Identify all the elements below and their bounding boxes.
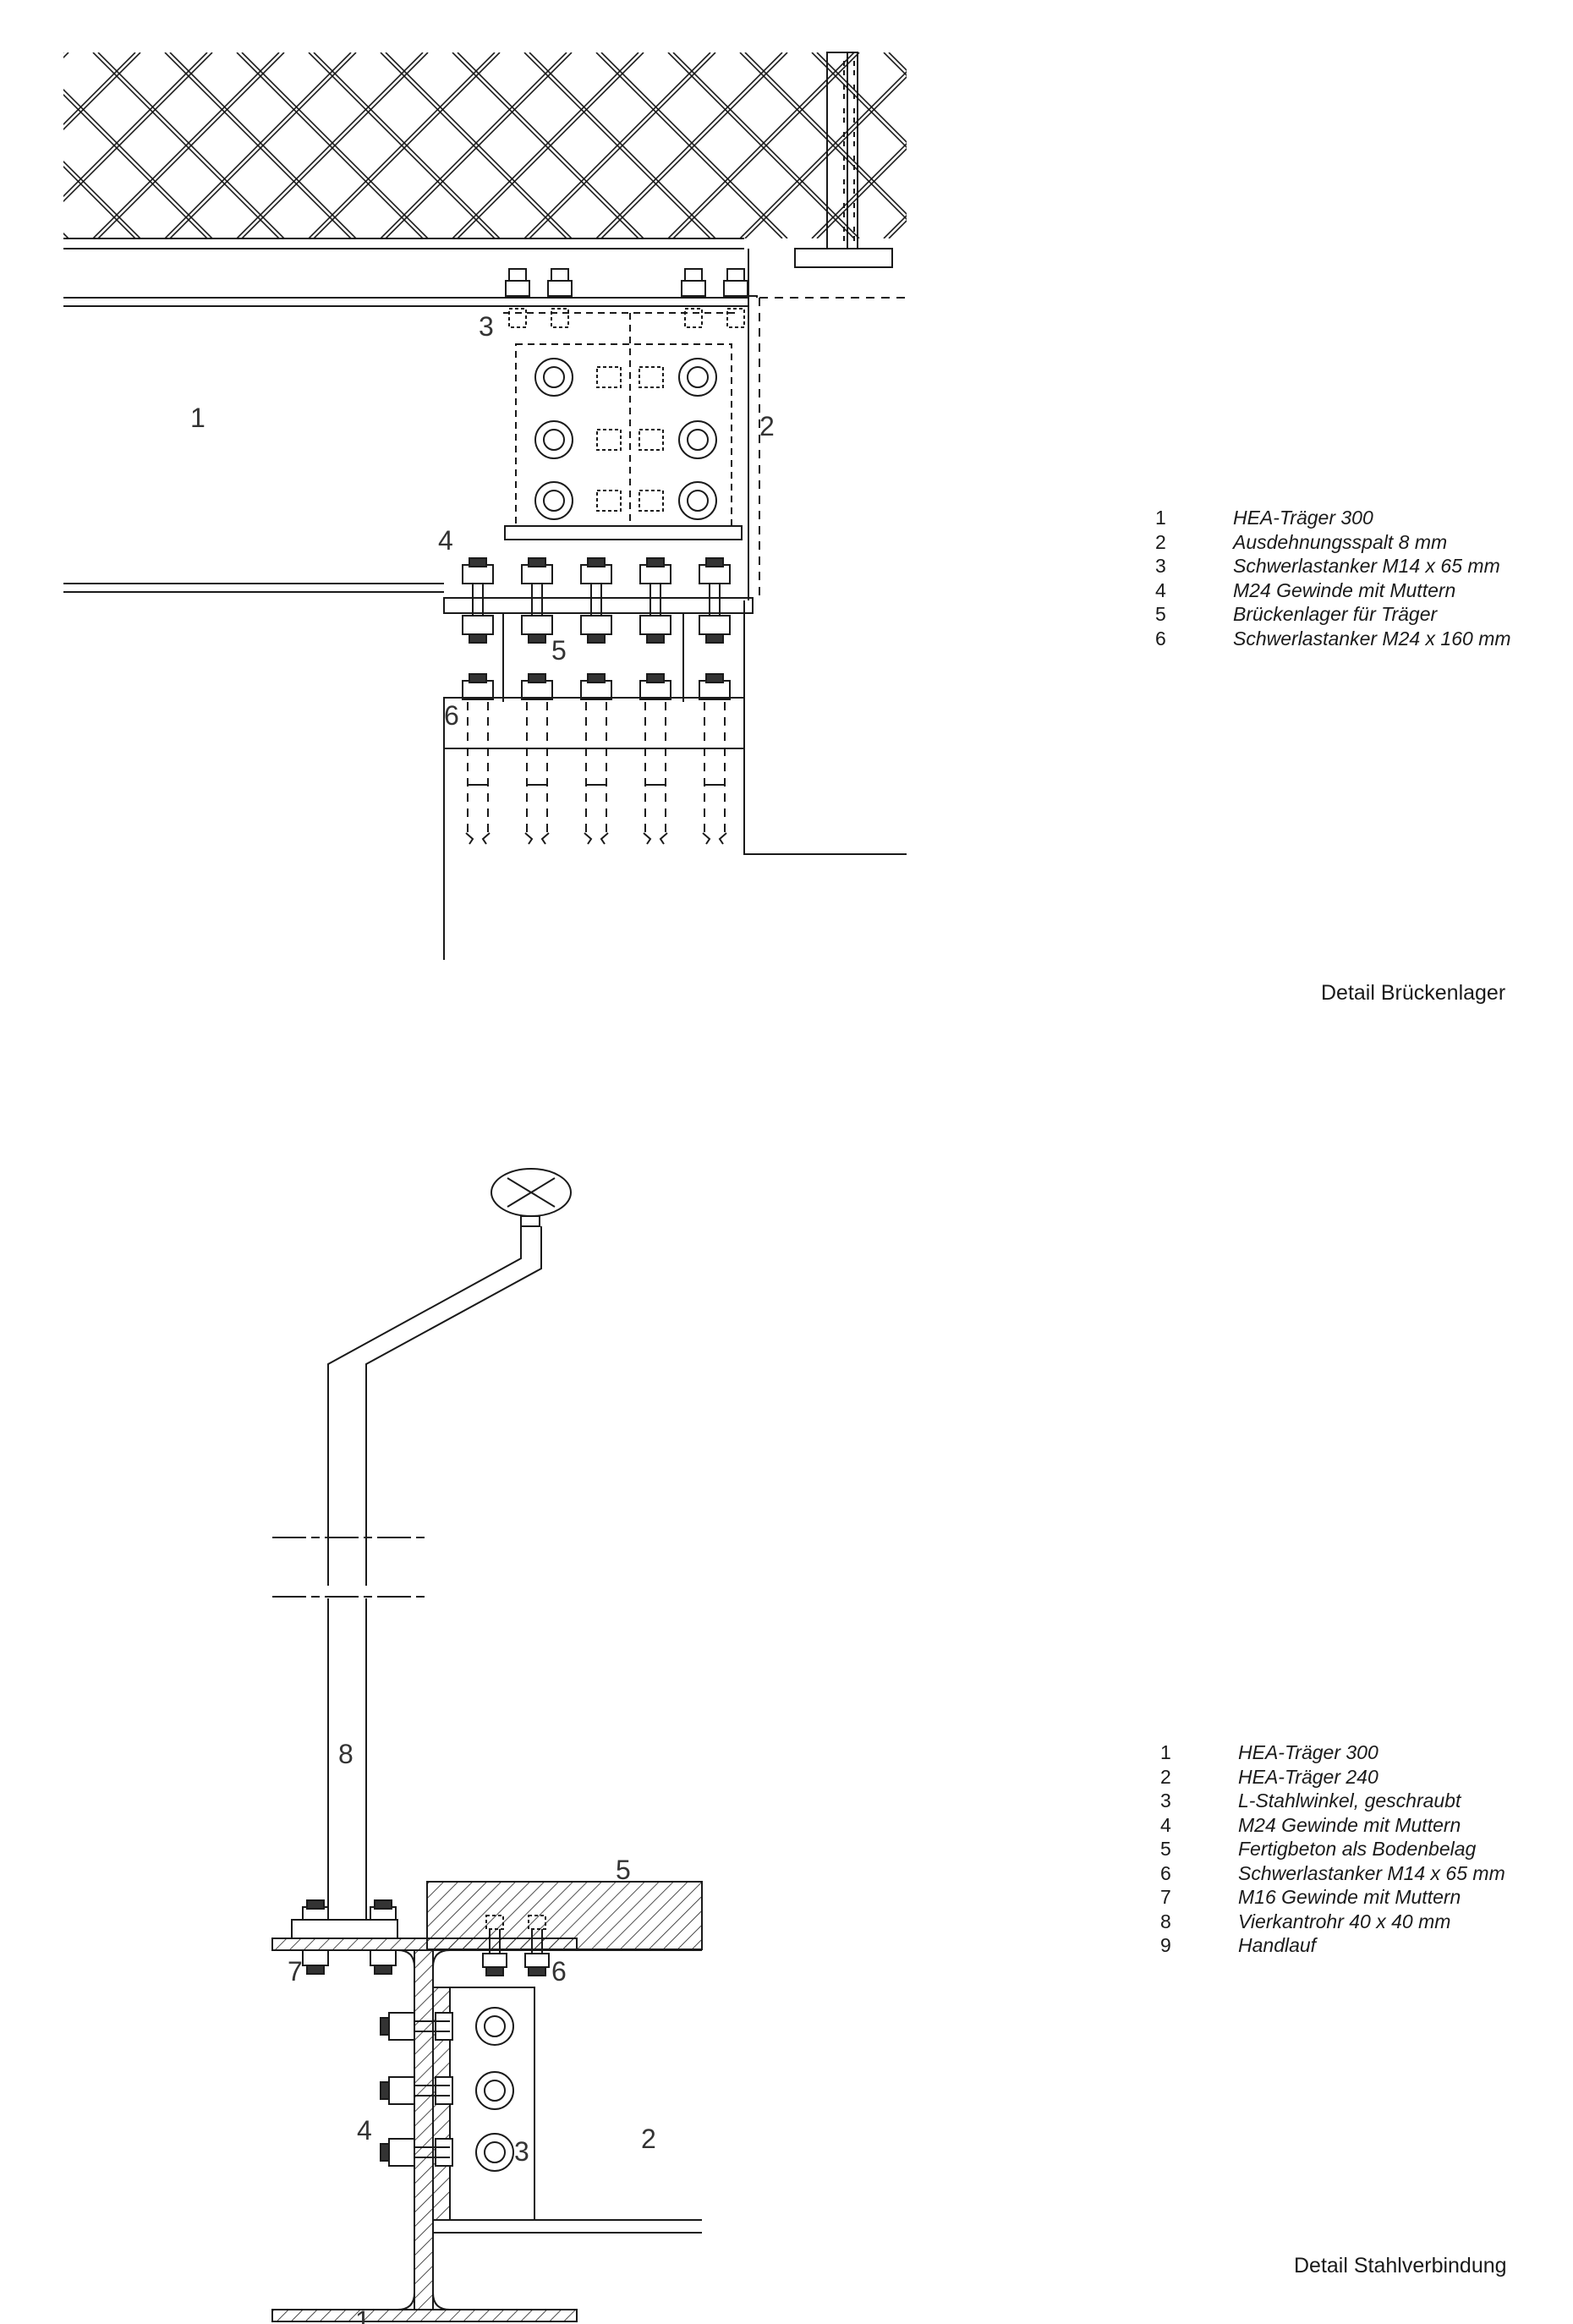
base-plate-bolts xyxy=(303,1900,396,1974)
callout-d2-1: 1 xyxy=(355,2305,370,2324)
legend-row: 2 HEA-Träger 240 xyxy=(1160,1765,1505,1790)
legend-row: 4 M24 Gewinde mit Muttern xyxy=(1160,1813,1505,1838)
slab-anchors xyxy=(483,1916,549,1976)
callout-2: 2 xyxy=(759,411,775,441)
callout-d2-8: 8 xyxy=(338,1739,354,1769)
callout-d2-4: 4 xyxy=(357,2115,372,2146)
legend-number: 5 xyxy=(1155,603,1166,625)
lattice-railing xyxy=(0,52,1219,238)
legend-row: 8 Vierkantrohr 40 x 40 mm xyxy=(1160,1910,1505,1934)
legend-number: 3 xyxy=(1155,555,1166,577)
post-anchor-details xyxy=(844,61,854,242)
legend-row: 9 Handlauf xyxy=(1160,1933,1505,1958)
legend-text: HEA-Träger 240 xyxy=(1238,1765,1378,1788)
bearing-bolts xyxy=(463,558,730,699)
callout-d2-5: 5 xyxy=(616,1855,631,1885)
legend-number: 1 xyxy=(1155,507,1166,529)
legend-row: 5 Fertigbeton als Bodenbelag xyxy=(1160,1837,1505,1861)
legend-number: 6 xyxy=(1155,627,1166,650)
detail-1-title: Detail Brückenlager xyxy=(1321,981,1506,1005)
callout-d2-3: 3 xyxy=(514,2136,529,2167)
callout-4: 4 xyxy=(438,525,453,556)
callout-6: 6 xyxy=(444,700,459,731)
legend-row: 3 Schwerlastanker M14 x 65 mm xyxy=(1155,554,1511,578)
legend-number: 3 xyxy=(1160,1790,1171,1812)
legend-text: Handlauf xyxy=(1238,1934,1317,1956)
legend-text: M24 Gewinde mit Muttern xyxy=(1238,1813,1461,1836)
callout-3: 3 xyxy=(479,311,494,342)
top-anchors xyxy=(506,269,748,327)
legend-row: 1 HEA-Träger 300 xyxy=(1160,1740,1505,1765)
legend-text: Schwerlastanker M14 x 65 mm xyxy=(1233,555,1500,577)
legend-row: 3 L-Stahlwinkel, geschraubt xyxy=(1160,1789,1505,1813)
anchor-bolts xyxy=(466,702,726,844)
callout-d2-6: 6 xyxy=(551,1956,567,1987)
legend-row: 6 Schwerlastanker M14 x 65 mm xyxy=(1160,1861,1505,1886)
legend-number: 9 xyxy=(1160,1934,1171,1956)
beam-web xyxy=(414,1950,433,2310)
plate-bolts xyxy=(535,359,716,519)
legend-row: 4 M24 Gewinde mit Muttern xyxy=(1155,578,1511,603)
legend-text: M24 Gewinde mit Muttern xyxy=(1233,578,1456,601)
legend-row: 7 M16 Gewinde mit Muttern xyxy=(1160,1885,1505,1910)
legend-text: HEA-Träger 300 xyxy=(1233,507,1373,529)
legend-text: Schwerlastanker M24 x 160 mm xyxy=(1233,627,1511,650)
legend-text: Vierkantrohr 40 x 40 mm xyxy=(1238,1910,1451,1932)
legend-text: L-Stahlwinkel, geschraubt xyxy=(1238,1790,1461,1812)
legend-row: 1 HEA-Träger 300 xyxy=(1155,506,1511,530)
legend-number: 4 xyxy=(1160,1813,1171,1836)
detail-2-drawing xyxy=(272,1168,702,2321)
legend-text: Schwerlastanker M14 x 65 mm xyxy=(1238,1861,1505,1884)
callout-d2-7: 7 xyxy=(288,1956,303,1987)
legend-number: 5 xyxy=(1160,1838,1171,1860)
callout-d2-2: 2 xyxy=(641,2124,656,2154)
legend-text: Fertigbeton als Bodenbelag xyxy=(1238,1838,1477,1860)
web-bolts xyxy=(381,2008,513,2171)
legend-text: Brückenlager für Träger xyxy=(1233,603,1438,625)
legend-number: 7 xyxy=(1160,1886,1171,1908)
legend-row: 5 Brückenlager für Träger xyxy=(1155,602,1511,627)
detail-2-callouts: 1 2 3 4 5 6 7 8 xyxy=(288,1739,656,2324)
legend-number: 4 xyxy=(1155,578,1166,601)
legend-text: HEA-Träger 300 xyxy=(1238,1741,1378,1763)
detail-1-drawing xyxy=(0,52,1219,960)
callout-1: 1 xyxy=(190,403,206,433)
legend-number: 6 xyxy=(1160,1861,1171,1884)
callout-5: 5 xyxy=(551,635,567,666)
connection-plate xyxy=(516,344,732,526)
square-tube xyxy=(328,1226,521,1586)
legend-text: M16 Gewinde mit Muttern xyxy=(1238,1886,1461,1908)
angle-plate xyxy=(450,1987,534,2220)
legend-row: 6 Schwerlastanker M24 x 160 mm xyxy=(1155,627,1511,651)
detail-1-callouts: 1 2 3 4 5 6 xyxy=(190,311,775,731)
legend-text: Ausdehnungsspalt 8 mm xyxy=(1233,530,1448,553)
detail-2-title: Detail Stahlverbindung xyxy=(1294,2254,1507,2277)
legend-detail-2: 1 HEA-Träger 300 2 HEA-Träger 240 3 L-Stahlwi… xyxy=(1160,1740,1505,1958)
legend-number: 2 xyxy=(1160,1765,1171,1788)
legend-number: 1 xyxy=(1160,1741,1171,1763)
legend-number: 2 xyxy=(1155,530,1166,553)
legend-row: 2 Ausdehnungsspalt 8 mm xyxy=(1155,530,1511,555)
beam-bottom-flange xyxy=(272,2310,577,2321)
bearing-plate xyxy=(444,598,753,613)
legend-number: 8 xyxy=(1160,1910,1171,1932)
bearing-block xyxy=(444,698,744,748)
